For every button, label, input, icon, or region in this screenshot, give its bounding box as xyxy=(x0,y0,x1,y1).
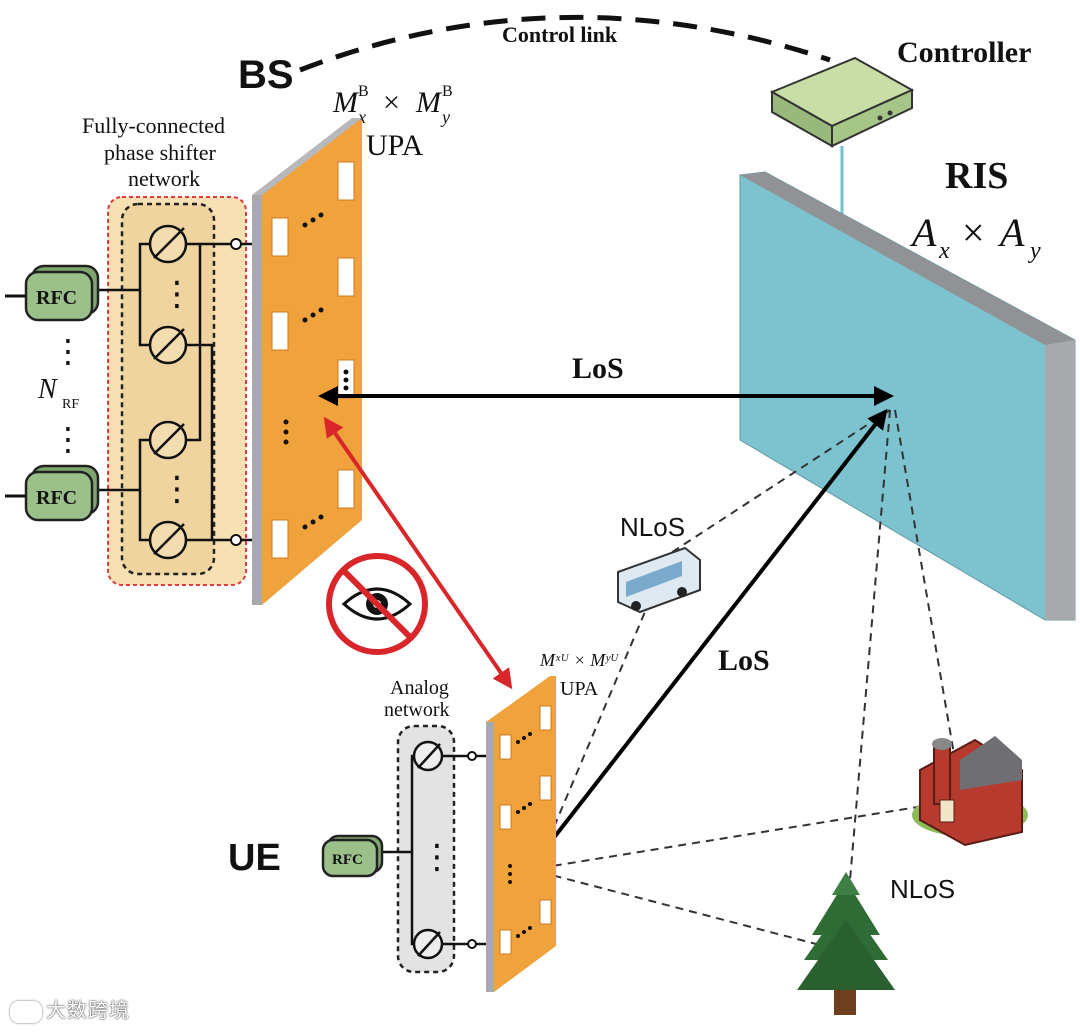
svg-text:x: x xyxy=(938,238,950,264)
barn-icon xyxy=(912,736,1028,847)
rfc-block-bottom: RFC xyxy=(24,464,100,522)
phase-shifter-dots: ⋮ xyxy=(160,470,194,508)
svg-text:A: A xyxy=(997,210,1025,255)
bs-upa-label: UPA xyxy=(366,129,424,162)
analog-network-label-1: Analog xyxy=(390,677,449,699)
controller-device xyxy=(769,56,915,148)
los-bs-ris-label: LoS xyxy=(572,352,624,385)
svg-text:y: y xyxy=(1028,238,1041,264)
svg-text:A: A xyxy=(909,210,937,255)
rfc-block-ue: RFC xyxy=(321,834,384,878)
ris-panel xyxy=(739,171,1076,621)
los-ris-ue-label: LoS xyxy=(718,644,770,677)
ue-upa-panel xyxy=(486,676,556,992)
no-visibility-icon xyxy=(326,553,428,655)
watermark-logo-icon xyxy=(10,1000,42,1023)
watermark: 大数跨境 xyxy=(10,994,130,1023)
svg-text:M: M xyxy=(415,86,443,119)
phase-shifter-label-3: network xyxy=(128,166,200,191)
ue-upa-size-label: Mˣᵁ × Mʸᵁ xyxy=(539,650,620,670)
svg-text:B: B xyxy=(358,83,369,100)
bs-label: BS xyxy=(238,53,294,97)
svg-text:B: B xyxy=(442,83,453,100)
phase-shifter-label-1: Fully-connected xyxy=(82,113,225,138)
blocked-link-arrow xyxy=(323,416,513,690)
ris-size-label: A x × A y xyxy=(909,210,1041,264)
phase-shifter-dots: ⋮ xyxy=(160,275,194,313)
svg-text:y: y xyxy=(440,107,450,127)
svg-text:RFC: RFC xyxy=(36,287,77,309)
nlos-bus-label: NLoS xyxy=(620,512,685,542)
ue-label: UE xyxy=(228,837,281,879)
los-ris-ue-arrow xyxy=(532,408,888,866)
phase-shifter-label-2: phase shifter xyxy=(104,140,216,165)
ue-upa-label: UPA xyxy=(560,678,599,700)
svg-text:x: x xyxy=(357,107,366,127)
svg-text:RFC: RFC xyxy=(36,487,77,509)
control-link-arc xyxy=(299,14,831,73)
nrf-label: N RF xyxy=(37,374,79,412)
svg-text:×: × xyxy=(962,210,985,255)
tree-icon xyxy=(797,872,895,1015)
bs-upa-size-label: M B x × M B y xyxy=(332,83,453,127)
svg-text:N: N xyxy=(37,374,58,405)
controller-label: Controller xyxy=(897,36,1031,69)
bus-icon xyxy=(617,546,701,614)
svg-text:RF: RF xyxy=(62,397,79,412)
bs-upa-panel xyxy=(252,118,362,605)
svg-text:RFC: RFC xyxy=(332,852,363,868)
svg-text:×: × xyxy=(383,86,400,119)
rfc-dots-bottom: ⋮ xyxy=(52,421,84,457)
ris-label: RIS xyxy=(945,155,1008,197)
analog-network-label-2: network xyxy=(384,699,450,721)
rfc-dots-top: ⋮ xyxy=(52,333,84,369)
phase-shifter-inner-box xyxy=(120,202,216,576)
svg-text:M: M xyxy=(332,86,360,119)
rfc-block-top: RFC xyxy=(24,264,100,322)
control-link-label: Control link xyxy=(502,22,618,47)
ue-phase-dots: ⋮ xyxy=(420,838,454,876)
nlos-tree-label: NLoS xyxy=(890,874,955,904)
